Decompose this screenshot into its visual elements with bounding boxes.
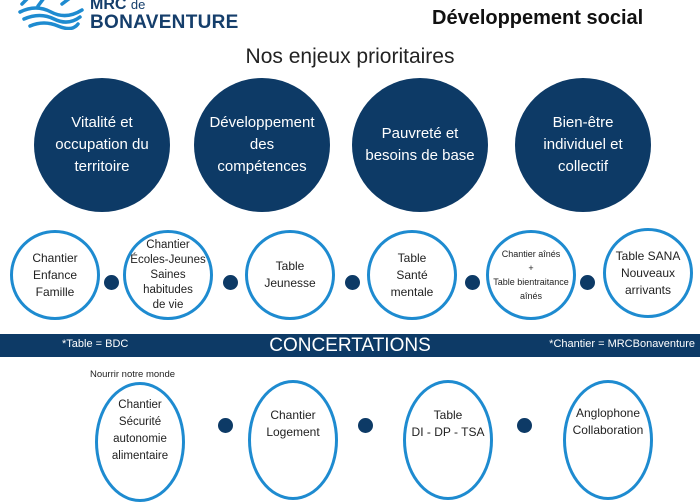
- concertation-circle: Chantier Sécurité autonomie alimentaire: [95, 382, 185, 502]
- connector-dot: [223, 275, 238, 290]
- concertation-circle: Chantier Logement: [248, 380, 338, 500]
- logo-line2: BONAVENTURE: [90, 12, 239, 33]
- concertation-circle: Table Jeunesse: [245, 230, 335, 320]
- enjeu-circle: Vitalité et occupation du territoire: [34, 78, 170, 212]
- connector-dot: [104, 275, 119, 290]
- concertation-circle: Table SANA Nouveaux arrivants: [603, 228, 693, 318]
- connector-dot: [517, 418, 532, 433]
- enjeu-circle: Bien-être individuel et collectif: [515, 78, 651, 212]
- logo: MRC de BONAVENTURE: [90, 0, 239, 33]
- connector-dot: [358, 418, 373, 433]
- concertations-banner: *Table = BDC CONCERTATIONS *Chantier = M…: [0, 334, 700, 357]
- concertation-circle: Table Santé mentale: [367, 230, 457, 320]
- subtitle: Nos enjeux prioritaires: [245, 45, 455, 68]
- concertation-circle: Anglophone Collaboration: [563, 380, 653, 500]
- logo-line1: MRC: [90, 0, 127, 13]
- connector-dot: [218, 418, 233, 433]
- chantier-legend: *Chantier = MRCBonaventure: [549, 338, 695, 350]
- table-legend: *Table = BDC: [62, 338, 129, 350]
- row2-label: Nourrir notre monde: [90, 369, 176, 380]
- concertation-circle: Chantier Enfance Famille: [10, 230, 100, 320]
- connector-dot: [580, 275, 595, 290]
- concertation-circle: Chantier Écoles-Jeunes Saines habitudes …: [123, 230, 213, 320]
- enjeu-circle: Pauvreté et besoins de base: [352, 78, 488, 212]
- enjeu-circle: Développement des compétences: [194, 78, 330, 212]
- page-title: Développement social: [432, 7, 644, 29]
- logo-waves-icon: [18, 0, 84, 30]
- connector-dot: [345, 275, 360, 290]
- connector-dot: [465, 275, 480, 290]
- concertation-circle: Table DI - DP - TSA: [403, 380, 493, 500]
- banner-title: CONCERTATIONS: [269, 335, 431, 356]
- logo-line1-small: de: [130, 0, 146, 12]
- concertation-circle: Chantier aînés + Table bientraitance aîn…: [486, 230, 576, 320]
